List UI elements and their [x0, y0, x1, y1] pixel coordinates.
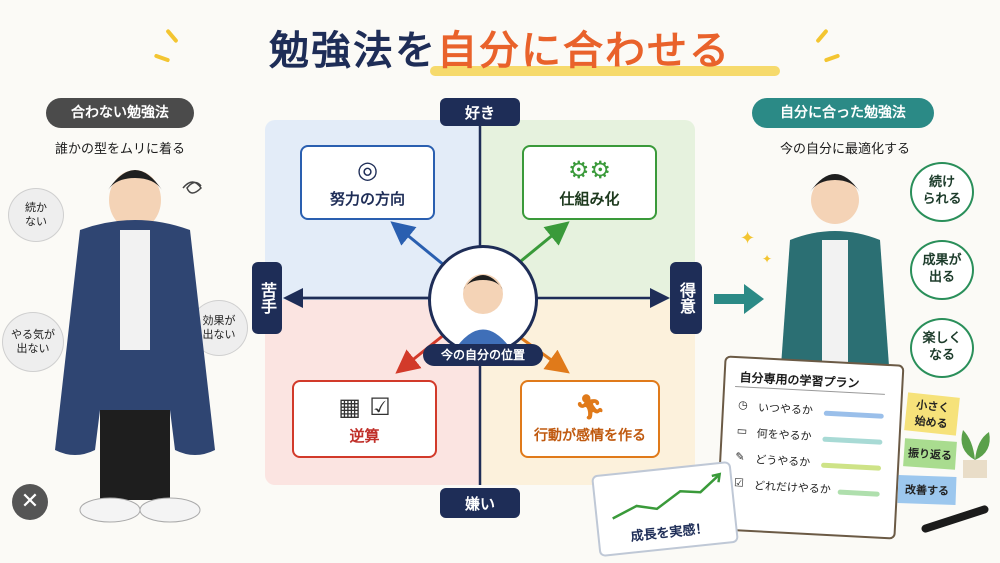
axis-label-weak: 苦手 [252, 262, 282, 334]
pencil-icon: ✎ [735, 450, 745, 464]
frustration-scribble-icon [178, 176, 218, 200]
gears-icon: ⚙⚙ [567, 156, 612, 184]
bubble-results: 成果が 出る [910, 240, 974, 300]
page-title: 勉強法を自分に合わせる [190, 18, 810, 78]
right-subtitle: 今の自分に最適化する [779, 142, 910, 157]
sparkle-icon [815, 28, 829, 44]
sticky-start-small: 小さく 始める [904, 392, 960, 436]
title-underline [430, 66, 780, 76]
self-avatar [428, 245, 538, 355]
right-header: 自分に合った勉強法 [752, 98, 934, 128]
close-x-icon: ✕ [12, 484, 48, 520]
bubble-can-continue: 続け られる [910, 162, 974, 222]
title-part2: 自分に合わせる [437, 28, 731, 74]
sparkle-icon: ✦ [762, 252, 773, 266]
bubble-yaruki: やる気が 出ない [2, 312, 64, 372]
target-icon: ◎ [357, 156, 378, 184]
card-label: 努力の方向 [329, 190, 405, 208]
bubble-fun: 楽しく なる [910, 318, 974, 378]
title-part1: 勉強法を [269, 28, 437, 74]
sparkle-icon [165, 28, 179, 44]
axis-label-like: 好き [440, 98, 520, 126]
calculator-checklist-icon: ▦ ☑ [338, 392, 391, 421]
plan-row-when: いつやるか [757, 401, 814, 418]
plan-row-what: 何をやるか [756, 427, 812, 444]
sparkle-icon [823, 53, 841, 63]
growth-chart-icon [612, 472, 722, 520]
axis-label-dislike: 嫌い [440, 488, 520, 518]
person-oversized-coat [40, 160, 230, 530]
plan-row-how-much: どれだけやるか [753, 479, 832, 497]
study-plan-notebook: 自分専用の学習プラン ◷ いつやるか ▭ 何をやるか ✎ どうやるか ☑ どれだ… [715, 355, 905, 540]
left-header: 合わない勉強法 [46, 98, 194, 128]
card-label: 逆算 [349, 426, 380, 445]
running-person-icon: 🏃︎ [574, 393, 606, 421]
sparkle-icon: ✦ [740, 228, 756, 249]
axis-label-strong: 得意 [670, 262, 702, 334]
pen-icon [920, 504, 990, 534]
left-subtitle: 誰かの型をムリに着る [54, 142, 185, 157]
clock-icon: ◷ [737, 398, 749, 412]
card-backward-planning: ▦ ☑ 逆算 [292, 380, 437, 458]
bubble-tsuzukanai: 続か ない [8, 188, 64, 242]
card-label: 仕組み化 [559, 190, 620, 208]
self-position-label: 今の自分の位置 [423, 344, 543, 366]
growth-card: 成長を実感！ [591, 460, 739, 558]
card-systemize: ⚙⚙ 仕組み化 [522, 145, 657, 220]
person-fitted-jacket [760, 160, 910, 380]
book-icon: ▭ [736, 424, 748, 438]
card-label: 行動が感情を作る [534, 428, 646, 444]
sticky-reflect: 振り返る [903, 438, 957, 470]
sticky-improve: 改善する [897, 474, 957, 506]
plant-icon [955, 420, 995, 480]
arrow-right-icon [714, 284, 764, 314]
plan-row-how: どうやるか [754, 453, 811, 470]
card-action-creates-emotion: 🏃︎ 行動が感情を作る [520, 380, 660, 458]
sparkle-icon [153, 53, 171, 63]
checkbox-icon: ☑ [733, 476, 745, 490]
card-effort-direction: ◎ 努力の方向 [300, 145, 435, 220]
